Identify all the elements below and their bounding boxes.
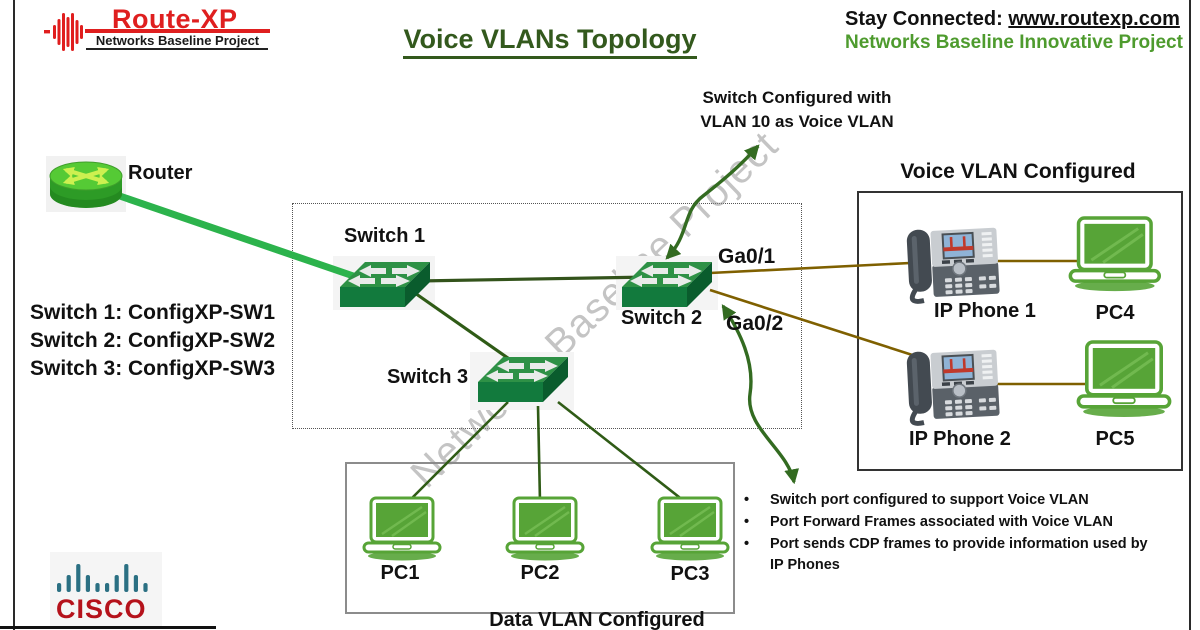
cisco-logo-text: CISCO bbox=[56, 594, 147, 624]
tagline: Networks Baseline Innovative Project bbox=[845, 32, 1183, 53]
legend-switch3: Switch 3: ConfigXP-SW3 bbox=[30, 357, 276, 380]
link-router-switch1 bbox=[106, 188, 370, 285]
stay-connected: Stay Connected: www.routexp.com bbox=[845, 8, 1180, 31]
pc4-label: PC4 bbox=[1095, 302, 1135, 324]
link-switch3-pc2 bbox=[536, 405, 542, 503]
switch2-icon bbox=[622, 262, 712, 307]
port-ga0-1-label: Ga0/1 bbox=[718, 245, 776, 268]
link-switch3-pc1 bbox=[401, 401, 509, 509]
page-title: Voice VLANs Topology bbox=[380, 24, 720, 59]
brand-subtitle: Networks Baseline Project bbox=[95, 33, 260, 48]
ip-phone1-icon bbox=[906, 227, 1000, 304]
switch2-label: Switch 2 bbox=[621, 307, 703, 329]
pc2-label: PC2 bbox=[520, 562, 560, 584]
bullet-item: Switch port configured to support Voice … bbox=[736, 490, 1160, 511]
slide-left-border bbox=[13, 0, 15, 630]
router-icon bbox=[49, 161, 123, 208]
voice-box-title: Voice VLAN Configured bbox=[900, 160, 1136, 183]
brand-subtitle-underline bbox=[86, 48, 268, 50]
switch1-icon bbox=[340, 262, 430, 307]
switch3-icon bbox=[478, 357, 568, 402]
slide-right-border bbox=[1189, 0, 1191, 630]
legend-switch2: Switch 2: ConfigXP-SW2 bbox=[30, 329, 276, 352]
link-switch3-pc3 bbox=[557, 400, 694, 510]
bullet-item: Port sends CDP frames to provide informa… bbox=[736, 534, 1160, 576]
bullet-item: Port Forward Frames associated with Voic… bbox=[736, 512, 1160, 533]
soundwave-logo-icon bbox=[44, 13, 83, 51]
switch3-label: Switch 3 bbox=[387, 366, 469, 388]
voice-vlan-box bbox=[857, 191, 1183, 471]
pc2-icon bbox=[505, 496, 585, 561]
legend-switch1: Switch 1: ConfigXP-SW1 bbox=[30, 301, 276, 324]
pc1-icon bbox=[362, 496, 442, 561]
stay-connected-label: Stay Connected: bbox=[845, 8, 1009, 30]
pc5-icon bbox=[1076, 340, 1172, 417]
slide-bottom-border bbox=[0, 626, 216, 629]
legend: Switch 1: ConfigXP-SW1 Switch 2: ConfigX… bbox=[30, 299, 275, 383]
link-switch1-switch3 bbox=[411, 289, 526, 372]
data-box-title: Data VLAN Configured bbox=[489, 609, 705, 630]
ga02-bullets-arrow bbox=[721, 304, 799, 485]
switch1-label: Switch 1 bbox=[344, 225, 426, 247]
cisco-logo-bars bbox=[57, 564, 148, 592]
brand-underline bbox=[85, 29, 270, 33]
pc3-icon bbox=[650, 496, 730, 561]
pc3-label: PC3 bbox=[670, 563, 710, 585]
port-ga0-2-label: Ga0/2 bbox=[726, 312, 784, 335]
pc1-label: PC1 bbox=[380, 562, 420, 584]
link-switch2-ipphone1 bbox=[709, 260, 931, 275]
router-label: Router bbox=[128, 162, 193, 184]
vlan-note-line2: VLAN 10 as Voice VLAN bbox=[700, 112, 894, 131]
ip-phone2-icon bbox=[906, 349, 1000, 426]
pc5-label: PC5 bbox=[1095, 428, 1135, 450]
vlan-note-line1: Switch Configured with bbox=[702, 88, 892, 107]
link-switch2-ipphone2 bbox=[709, 288, 929, 362]
link-switch1-switch2 bbox=[417, 275, 651, 283]
vlan-note-arrow bbox=[665, 144, 760, 260]
pc4-icon bbox=[1068, 216, 1162, 292]
website-link[interactable]: www.routexp.com bbox=[1008, 8, 1180, 30]
ip-phone1-label: IP Phone 1 bbox=[934, 300, 1036, 322]
ip-phone2-label: IP Phone 2 bbox=[909, 428, 1011, 450]
voice-vlan-bullet-list: Switch port configured to support Voice … bbox=[736, 490, 1160, 577]
switch-group-dotted-box bbox=[292, 203, 802, 429]
